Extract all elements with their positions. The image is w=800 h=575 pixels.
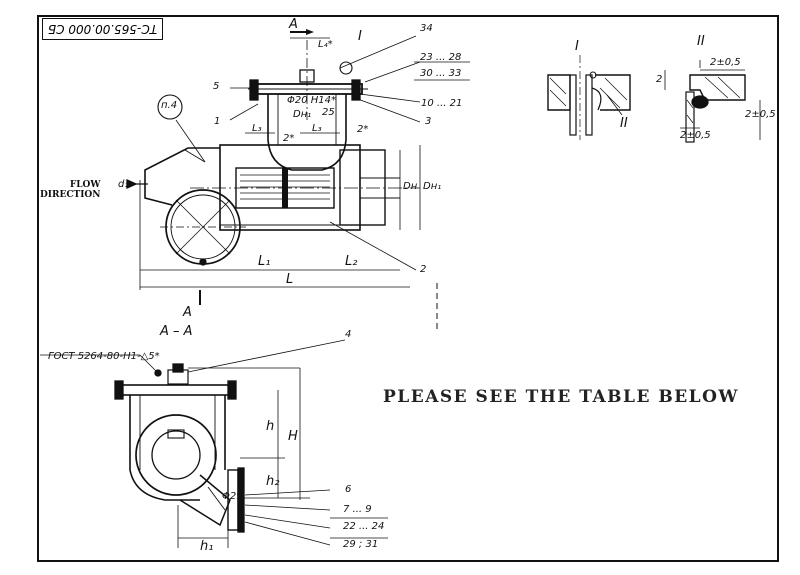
dim-du1: Dн₁ — [293, 109, 312, 120]
detail-one-drawing — [547, 55, 631, 140]
dim-2: 2 — [656, 74, 663, 85]
dim-25: 25 — [322, 107, 335, 118]
dim-big-h: H — [288, 429, 298, 444]
callout-p4: п.4 — [161, 100, 178, 111]
callout-34: 34 — [420, 23, 433, 34]
dim-phi20: Φ20 H14* — [287, 95, 337, 106]
callout-10-21: 10 ... 21 — [421, 98, 463, 109]
dim-h2: h₂ — [266, 474, 280, 489]
section-mark-a-bottom: A — [183, 305, 192, 320]
dim-l2: L₂ — [345, 254, 358, 269]
detail-one-mark: I — [358, 29, 362, 44]
dim-2-05-side: 2±0,5 — [745, 109, 776, 120]
callout-2: 2 — [420, 264, 427, 275]
detail-two-drawing — [664, 60, 761, 143]
gost-weld-note: ГОСТ 5264-80-Н1-△5* — [48, 351, 160, 362]
detail-two-ref: II — [620, 116, 628, 131]
callout-23-28: 23 ... 28 — [420, 52, 462, 63]
callout-6: 6 — [345, 484, 352, 495]
callout-29-31: 29 ; 31 — [343, 539, 379, 550]
inlet-cone — [144, 147, 220, 206]
dim-l3-left: L₃ — [252, 123, 262, 134]
drawing-frame — [37, 15, 779, 562]
dim-dn1: Dн₁ — [423, 181, 442, 192]
callout-3: 3 — [425, 116, 432, 127]
callout-7-9: 7 ... 9 — [343, 504, 372, 515]
callout-1: 1 — [214, 116, 221, 127]
outlet-pipe — [339, 149, 386, 226]
callout-5: 5 — [213, 81, 220, 92]
dim-2-05-bottom: 2±0,5 — [680, 130, 711, 141]
detail-one-title: I — [575, 39, 579, 54]
dim-h1: h₁ — [200, 539, 214, 554]
dim-2-star-a: 2* — [283, 133, 295, 144]
dim-d1: d₁ — [118, 179, 129, 190]
dim-l4: L₄* — [318, 39, 333, 50]
callout-4: 4 — [345, 329, 352, 340]
callout-22-24: 22 ... 24 — [343, 521, 385, 532]
detail-two-title: II — [697, 34, 705, 49]
dim-l: L — [286, 272, 294, 287]
flow-direction-label: FLOW DIRECTION — [40, 180, 101, 200]
plan-view — [126, 29, 470, 305]
dim-l1: L₁ — [258, 254, 271, 269]
dim-dn: Dн — [403, 181, 418, 192]
table-note: PLEASE SEE THE TABLE BELOW — [383, 387, 740, 407]
callout-30-33: 30 ... 33 — [420, 68, 462, 79]
main-body — [219, 144, 361, 231]
dim-2-05-top: 2±0,5 — [710, 57, 741, 68]
dim-2-star-b: 2* — [357, 124, 369, 135]
dim-phi29: Φ29 — [222, 491, 243, 502]
section-aa-drawing — [40, 339, 388, 548]
section-mark-a-top: A — [289, 17, 298, 32]
dim-h: h — [266, 419, 275, 434]
drawing-stamp: ТС-565.00.000 СБ — [42, 18, 163, 40]
section-title: A – A — [160, 324, 193, 339]
dim-l3-right: L₃ — [312, 123, 322, 134]
